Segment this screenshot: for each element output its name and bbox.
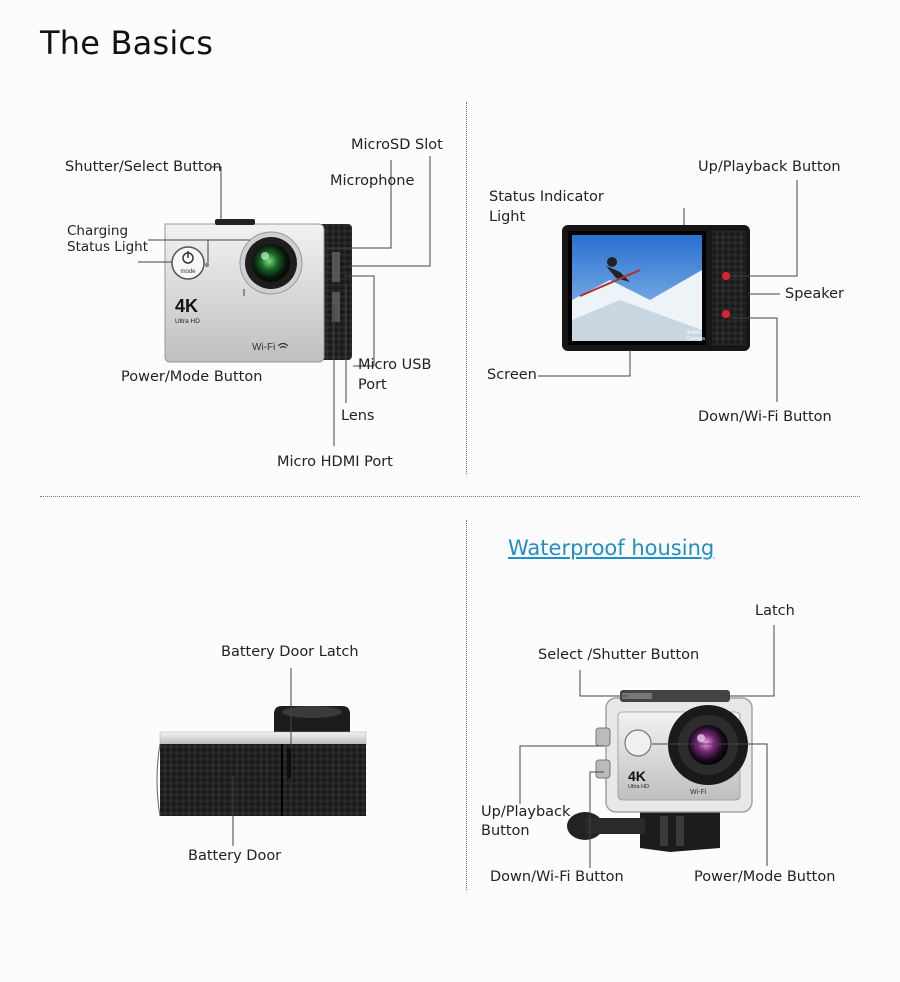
housing-badge-uhd: Ultra HD (628, 784, 649, 790)
front-camera-illustration: mode 4K Ultra HD Wi-Fi (164, 219, 352, 363)
housing-badge-4k: 4K (628, 768, 646, 784)
label-charging-2: Status Light (67, 239, 148, 255)
front-wifi-icon (277, 342, 289, 349)
label-battery-door-latch: Battery Door Latch (221, 644, 359, 660)
label-housing-select-shutter: Select /Shutter Button (538, 647, 700, 663)
label-screen: Screen (487, 367, 537, 383)
housing-illustration: 4K Ultra HD Wi-Fi (567, 690, 753, 852)
up-playback-button-dot (722, 272, 730, 280)
label-battery-door: Battery Door (188, 848, 282, 864)
label-lens: Lens (341, 408, 375, 424)
label-up-playback: Up/Playback Button (698, 159, 841, 175)
screen-text-2: Camera (687, 336, 705, 342)
label-micro-hdmi: Micro HDMI Port (277, 454, 393, 470)
label-micro-usb-1: Micro USB (358, 357, 432, 373)
label-housing-up-playback-1: Up/Playback (481, 804, 571, 820)
label-status-2: Light (489, 209, 526, 225)
label-down-wifi: Down/Wi-Fi Button (698, 409, 832, 425)
label-housing-power-mode: Power/Mode Button (694, 869, 836, 885)
divider-horizontal (40, 496, 860, 497)
label-microsd-slot: MicroSD Slot (351, 137, 443, 153)
back-camera-leaders (538, 180, 798, 402)
housing-wifi-text: Wi-Fi (690, 789, 707, 796)
label-microphone: Microphone (330, 173, 415, 189)
label-micro-usb-2: Port (358, 377, 387, 393)
label-charging-1: Charging (67, 223, 129, 239)
divider-vertical-bottom (466, 520, 467, 890)
front-badge-uhd: Ultra HD (175, 318, 200, 325)
bottom-camera-illustration (156, 706, 367, 817)
label-power-mode: Power/Mode Button (121, 369, 263, 385)
mode-text: mode (180, 269, 196, 275)
housing-leaders (519, 625, 775, 868)
divider-vertical-top (466, 102, 467, 474)
front-wifi-text: Wi-Fi (252, 342, 275, 353)
screen-text-1: Action (687, 330, 701, 336)
label-housing-down-wifi: Down/Wi-Fi Button (490, 869, 624, 885)
label-housing-latch: Latch (755, 603, 795, 619)
housing-title: Waterproof housing (508, 536, 715, 560)
label-speaker: Speaker (785, 286, 844, 302)
bottom-camera-leaders (232, 668, 292, 846)
down-wifi-button-dot (722, 310, 730, 318)
front-badge-4k: 4K (175, 296, 198, 316)
label-housing-up-playback-2: Button (481, 823, 530, 839)
label-shutter-select: Shutter/Select Button (65, 159, 222, 175)
front-camera-leaders (138, 156, 431, 446)
page-title: The Basics (40, 24, 214, 62)
back-camera-illustration: Action Camera (562, 225, 750, 351)
label-status-1: Status Indicator (489, 189, 604, 205)
